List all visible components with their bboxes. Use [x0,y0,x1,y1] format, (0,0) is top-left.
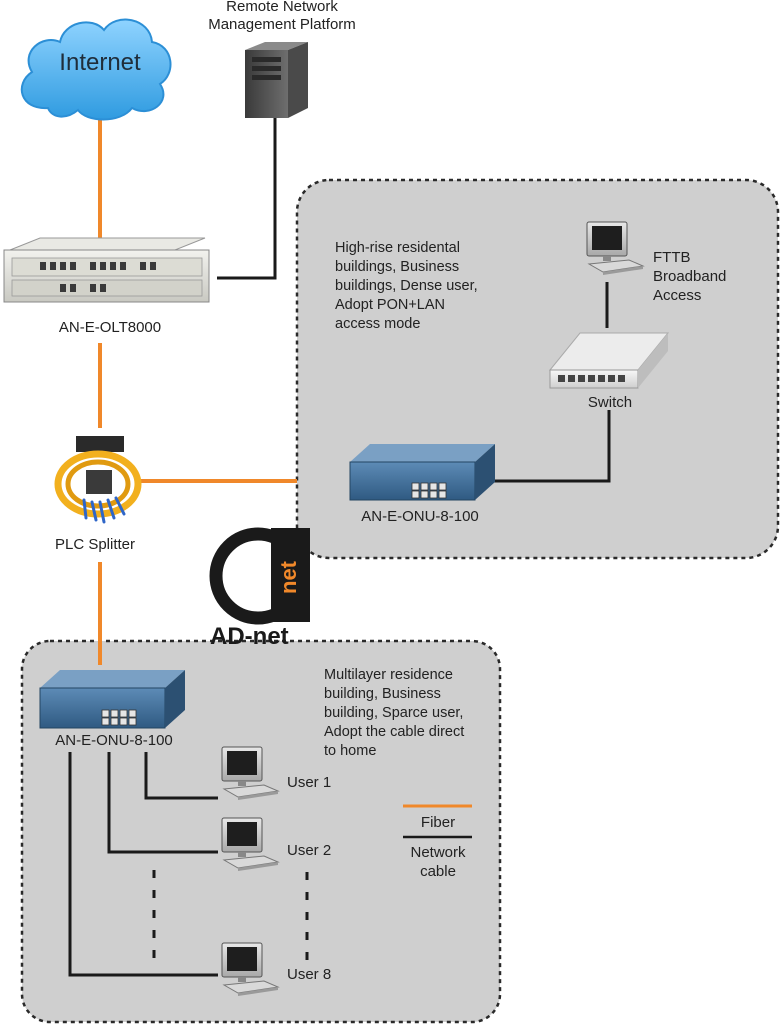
management-platform-label: Remote Network Management Platform [208,0,356,33]
internet-cloud-icon [20,18,172,121]
legend-fiber-label: Fiber [420,814,456,831]
internet-label: Internet [59,49,141,76]
network-cable-links [68,115,611,977]
server-tower-icon [245,42,308,118]
legend [403,804,472,839]
user1-label: User 1 [287,774,332,791]
switch-icon [548,332,670,389]
splitter-label: PLC Splitter [54,536,136,553]
fttb-label: FTTB Broadband Access [653,249,727,304]
brand-text: AD-net [210,623,289,650]
user8-label: User 8 [287,966,332,983]
onu-top-label: AN-E-ONU-8-100 [361,508,479,525]
logo-mark-text: net [276,560,301,594]
top-region-description: High-rise residental buildings, Business… [335,240,478,332]
legend-cable-label: Network cable [410,844,466,880]
olt-chassis-icon [3,237,210,303]
user2-label: User 2 [287,842,332,859]
bottom-region-description: Multilayer residence building, Business … [324,667,465,759]
adnet-logo-icon: net [209,527,310,625]
switch-label: Switch [587,394,633,411]
onu-bottom-label: AN-E-ONU-8-100 [55,732,173,749]
onu-top-device-icon [349,444,495,501]
fiber-links [98,120,297,665]
plc-splitter-icon [54,436,142,524]
olt-label: AN-E-OLT8000 [58,319,162,336]
top-region-panel [295,178,780,560]
onu-bottom-device-icon [39,670,185,729]
ellipsis-dots [152,870,309,962]
